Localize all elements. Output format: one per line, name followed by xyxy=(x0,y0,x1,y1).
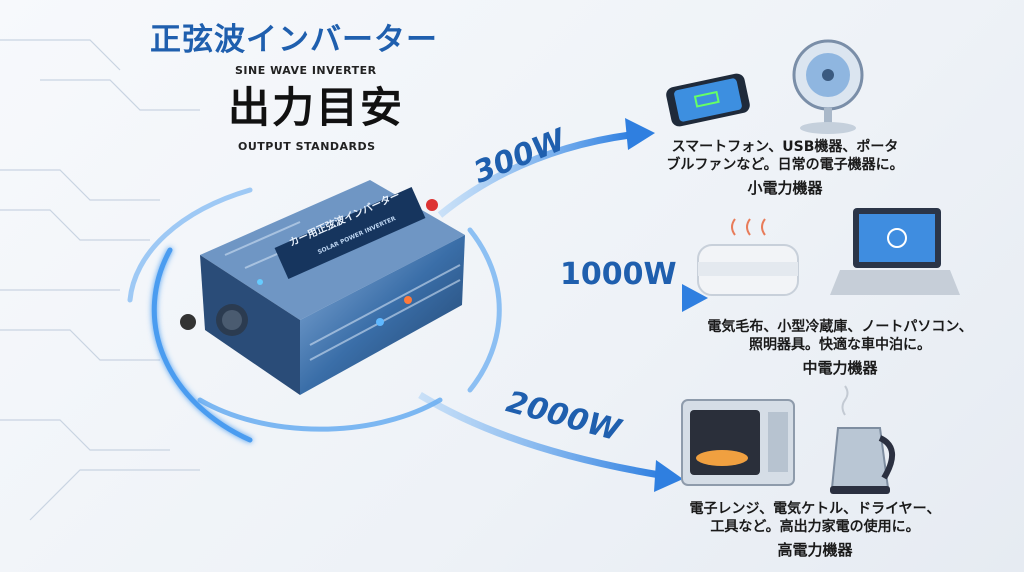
arrow-300w xyxy=(437,118,655,218)
subtitle-english: OUTPUT STANDARDS xyxy=(238,140,376,153)
inverter-illustration xyxy=(180,180,465,395)
circuit-lines xyxy=(0,39,200,521)
smartphone-icon xyxy=(666,73,750,127)
subtitle-japanese: 出力目安 xyxy=(228,83,405,132)
category-label: 中電力機器 xyxy=(802,359,878,377)
tier-description-high: 電子レンジ、電気ケトル、ドライヤー、 工具など。高出力家電の使用に。 高電力機器 xyxy=(670,500,960,560)
electric-kettle-icon xyxy=(830,385,895,494)
description-line: 工具など。高出力家電の使用に。 xyxy=(710,519,920,535)
arrow-2000w xyxy=(418,392,683,492)
arrow-1000w xyxy=(455,284,708,312)
description-line: スマートフォン、USB機器、ポータ xyxy=(671,139,899,155)
tier-description-low: スマートフォン、USB機器、ポータ ブルファンなど。日常の電子機器に。 小電力機… xyxy=(645,138,925,198)
microwave-icon xyxy=(681,399,795,486)
electric-blanket-icon xyxy=(697,218,799,296)
description-line: 照明器具。快適な車中泊に。 xyxy=(749,337,931,353)
description-line: 電子レンジ、電気ケトル、ドライヤー、 xyxy=(689,501,941,517)
laptop-icon xyxy=(830,208,960,295)
description-line: ブルファンなど。日常の電子機器に。 xyxy=(666,157,904,173)
category-label: 高電力機器 xyxy=(777,541,853,559)
desk-fan-icon xyxy=(792,39,864,134)
title-japanese: 正弦波インバーター xyxy=(150,22,438,58)
watt-label-1000w: 1000W xyxy=(560,257,677,292)
title-english: SINE WAVE INVERTER xyxy=(235,64,377,77)
category-label: 小電力機器 xyxy=(747,179,823,197)
description-line: 電気毛布、小型冷蔵庫、ノートパソコン、 xyxy=(707,319,973,335)
glow-arcs xyxy=(127,187,502,443)
tier-description-mid: 電気毛布、小型冷蔵庫、ノートパソコン、 照明器具。快適な車中泊に。 中電力機器 xyxy=(680,318,1000,378)
